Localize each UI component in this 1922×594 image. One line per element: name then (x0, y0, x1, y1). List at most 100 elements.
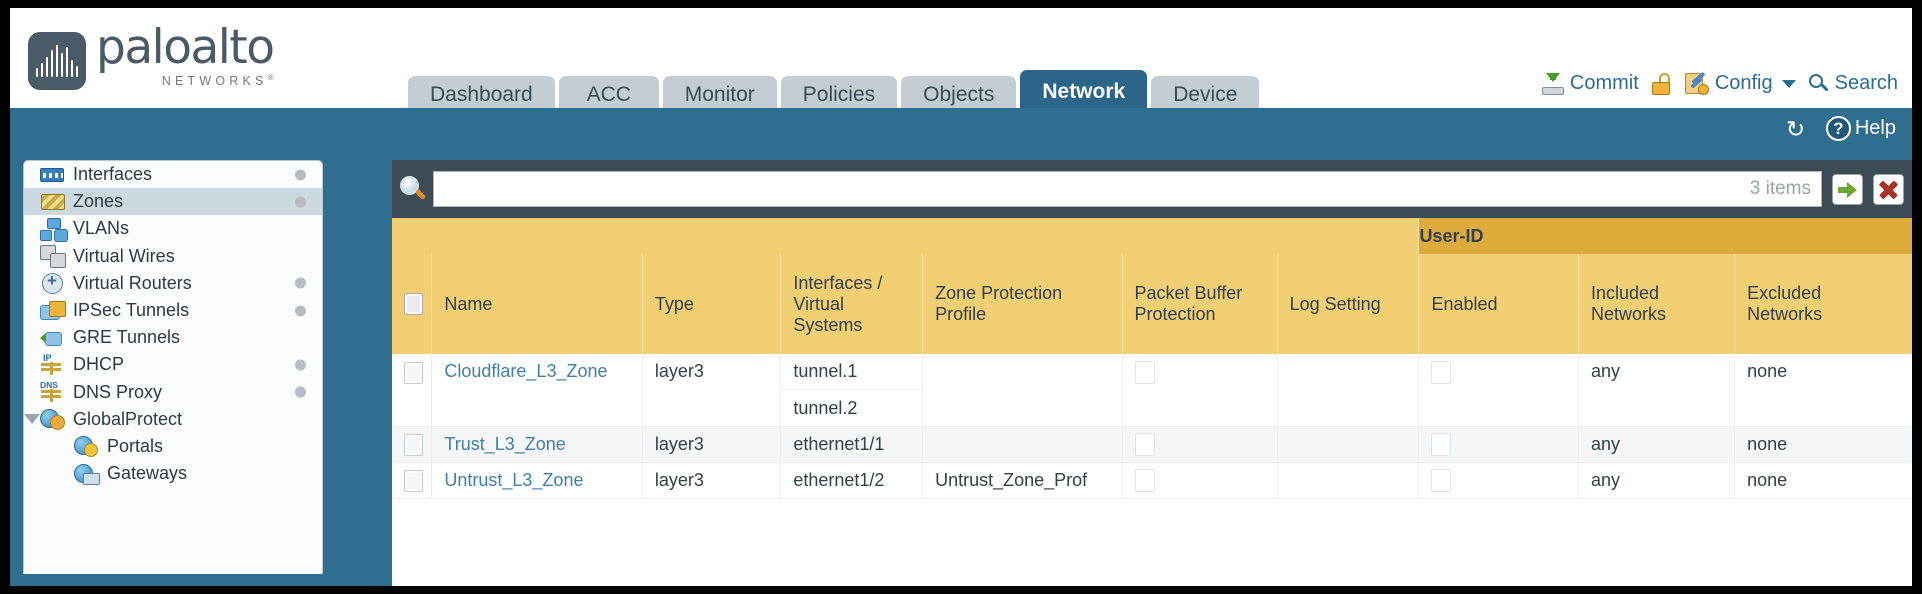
sidebar-item-label: IPSec Tunnels (73, 300, 190, 321)
tab-label: Device (1173, 83, 1238, 106)
vlans-icon (40, 217, 66, 241)
col-header-type[interactable]: Type (642, 254, 782, 354)
refresh-icon[interactable]: ↻ (1785, 115, 1806, 142)
tab-network[interactable]: Network (1020, 70, 1148, 114)
group-header-empty (392, 218, 1420, 254)
search-button[interactable]: Search (1808, 72, 1898, 95)
col-header-zone-protection-profile[interactable]: Zone Protection Profile (922, 254, 1123, 354)
col-header-log-setting[interactable]: Log Setting (1277, 254, 1420, 354)
col-header-name[interactable]: Name (431, 254, 643, 354)
zone-name-link[interactable]: Trust_L3_Zone (444, 434, 566, 454)
table-row[interactable]: Cloudflare_L3_Zone layer3 tunnel.1 tunne… (392, 354, 1912, 427)
cell-zone-protection-profile (922, 354, 1123, 427)
sidebar-item-label: DHCP (73, 354, 125, 375)
packet-buffer-protection-checkbox[interactable] (1134, 469, 1155, 492)
userid-enabled-checkbox[interactable] (1431, 361, 1452, 384)
tab-acc[interactable]: ACC (558, 76, 659, 114)
cell-userid-enabled[interactable] (1418, 354, 1579, 427)
row-select-cell[interactable] (392, 354, 433, 427)
item-count: 3 items (1749, 178, 1811, 199)
userid-enabled-checkbox[interactable] (1431, 469, 1452, 492)
zone-name-link[interactable]: Untrust_L3_Zone (444, 470, 584, 490)
table-row[interactable]: Trust_L3_Zone layer3 ethernet1/1 any non… (392, 426, 1912, 463)
sidebar-item-zones[interactable]: Zones (24, 188, 322, 216)
tab-dashboard[interactable]: Dashboard (408, 76, 555, 114)
cell-log-setting (1277, 354, 1420, 427)
top-header: paloalto NETWORKS® Dashboard ACC Monitor… (10, 8, 1912, 114)
table-row[interactable]: Untrust_L3_Zone layer3 ethernet1/2 Untru… (392, 462, 1912, 499)
row-select-cell[interactable] (392, 462, 433, 499)
row-select-cell[interactable] (392, 426, 433, 463)
col-header-included-networks[interactable]: Included Networks (1578, 254, 1736, 354)
cell-interfaces: tunnel.1 tunnel.2 (780, 354, 924, 427)
select-all-checkbox[interactable] (404, 293, 423, 316)
magnifier-icon[interactable] (398, 174, 428, 204)
gre-tunnels-icon (40, 327, 66, 349)
cell-excluded-networks: none (1734, 354, 1912, 427)
dhcp-icon (40, 353, 66, 376)
help-button[interactable]: ? Help (1825, 116, 1896, 141)
search-label: Search (1834, 72, 1898, 94)
row-checkbox[interactable] (404, 362, 423, 385)
tab-monitor[interactable]: Monitor (662, 76, 777, 114)
sidebar-item-dhcp[interactable]: DHCP (24, 351, 322, 378)
virtual-wires-icon (40, 245, 66, 269)
search-input[interactable]: 3 items (433, 171, 1822, 207)
sidebar-item-dns-proxy[interactable]: DNS Proxy (24, 379, 322, 406)
cell-userid-enabled[interactable] (1418, 426, 1579, 463)
clear-filter-button[interactable] (1873, 173, 1904, 205)
table-group-header-row: User-ID (392, 218, 1912, 254)
col-header-userid-enabled[interactable]: Enabled (1418, 254, 1579, 354)
packet-buffer-protection-checkbox[interactable] (1134, 433, 1155, 456)
tab-policies[interactable]: Policies (780, 76, 898, 114)
lock-button[interactable] (1651, 72, 1672, 95)
sidebar-item-virtual-routers[interactable]: Virtual Routers (24, 270, 322, 297)
sidebar-item-portals[interactable]: Portals (24, 433, 322, 460)
network-sidebar[interactable]: Interfaces Zones VLANs Virtual Wires Vir… (23, 160, 323, 574)
sidebar-item-virtual-wires[interactable]: Virtual Wires (24, 243, 322, 270)
status-dot (295, 277, 306, 289)
sidebar-item-ipsec-tunnels[interactable]: IPSec Tunnels (24, 297, 322, 324)
main-nav-tabs[interactable]: Dashboard ACC Monitor Policies Objects N… (408, 70, 1260, 114)
sidebar-item-interfaces[interactable]: Interfaces (24, 161, 322, 188)
cell-name[interactable]: Trust_L3_Zone (431, 426, 643, 463)
zone-name-link[interactable]: Cloudflare_L3_Zone (444, 361, 608, 381)
collapse-triangle-icon[interactable] (24, 414, 40, 425)
cell-packet-buffer-protection[interactable] (1122, 354, 1278, 427)
cell-packet-buffer-protection[interactable] (1122, 462, 1278, 499)
virtual-routers-icon (40, 271, 66, 295)
userid-enabled-checkbox[interactable] (1431, 433, 1452, 456)
apply-filter-button[interactable] (1832, 173, 1863, 205)
lock-icon (1651, 72, 1672, 95)
sidebar-item-vlans[interactable]: VLANs (24, 215, 322, 242)
help-label: Help (1854, 117, 1896, 139)
commit-button[interactable]: Commit (1541, 72, 1639, 95)
status-dot (295, 196, 306, 208)
cell-userid-enabled[interactable] (1418, 462, 1579, 499)
packet-buffer-protection-checkbox[interactable] (1134, 361, 1155, 384)
sidebar-item-gre-tunnels[interactable]: GRE Tunnels (24, 324, 322, 351)
cell-packet-buffer-protection[interactable] (1122, 426, 1278, 463)
portals-icon (74, 435, 100, 458)
col-header-packet-buffer-protection[interactable]: Packet Buffer Protection (1122, 254, 1278, 354)
gateways-icon (74, 463, 100, 485)
tab-device[interactable]: Device (1151, 76, 1260, 114)
row-checkbox[interactable] (404, 469, 423, 492)
col-header-excluded-networks[interactable]: Excluded Networks (1734, 254, 1912, 354)
select-all-header[interactable] (392, 254, 433, 354)
sidebar-item-gateways[interactable]: Gateways (24, 460, 322, 487)
col-header-interfaces[interactable]: Interfaces / Virtual Systems (780, 254, 924, 354)
cell-name[interactable]: Untrust_L3_Zone (431, 462, 643, 499)
cell-name[interactable]: Cloudflare_L3_Zone (431, 354, 643, 427)
tab-label: Dashboard (430, 83, 533, 106)
sidebar-item-globalprotect[interactable]: GlobalProtect (24, 406, 322, 433)
globalprotect-icon (40, 408, 66, 431)
cell-log-setting (1277, 462, 1420, 499)
cell-type: layer3 (642, 354, 782, 427)
row-checkbox[interactable] (404, 433, 423, 456)
tab-objects[interactable]: Objects (901, 76, 1017, 114)
config-menu[interactable]: Config (1684, 71, 1796, 95)
cell-log-setting (1277, 426, 1420, 463)
commit-icon (1541, 72, 1564, 95)
